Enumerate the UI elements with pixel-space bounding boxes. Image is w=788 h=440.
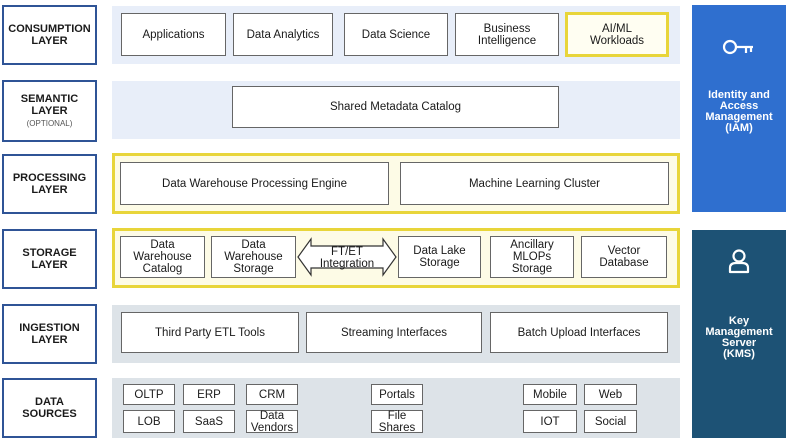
ml-cluster-box: Machine Learning Cluster xyxy=(400,162,669,205)
person-icon xyxy=(728,249,750,274)
iam-panel: Identity and Access Management (IAM) xyxy=(692,5,786,212)
source-lob: LOB xyxy=(123,410,175,433)
mlops-storage-box: Ancillary MLOPs Storage xyxy=(490,236,574,278)
source-data-vendors: Data Vendors xyxy=(246,410,298,434)
source-web: Web xyxy=(584,384,637,405)
vector-database-box: Vector Database xyxy=(581,236,667,278)
ingestion-layer-label: INGESTION LAYER xyxy=(2,304,97,364)
batch-upload-box: Batch Upload Interfaces xyxy=(490,312,668,353)
kms-title: Key Management Server (KMS) xyxy=(705,315,773,360)
key-icon xyxy=(722,39,753,55)
integration-arrow xyxy=(297,237,397,277)
data-sources-label: DATA SOURCES xyxy=(2,378,97,438)
source-mobile: Mobile xyxy=(523,384,577,405)
dw-processing-engine-box: Data Warehouse Processing Engine xyxy=(120,162,389,205)
business-intelligence-box: Business Intelligence xyxy=(455,13,559,56)
source-portals: Portals xyxy=(371,384,423,405)
storage-layer-label: STORAGE LAYER xyxy=(2,229,97,289)
data-science-box: Data Science xyxy=(344,13,448,56)
third-party-etl-box: Third Party ETL Tools xyxy=(121,312,299,353)
source-crm: CRM xyxy=(246,384,298,405)
source-erp: ERP xyxy=(183,384,235,405)
consumption-layer-label: CONSUMPTION LAYER xyxy=(2,5,97,65)
iam-title: Identity and Access Management (IAM) xyxy=(705,89,773,134)
processing-layer-label: PROCESSING LAYER xyxy=(2,154,97,214)
source-social: Social xyxy=(584,410,637,433)
ai-ml-workloads-box: AI/ML Workloads xyxy=(565,12,669,57)
integration-label: FT/ET Integration xyxy=(319,246,375,270)
shared-metadata-catalog-box: Shared Metadata Catalog xyxy=(232,86,559,128)
source-iot: IOT xyxy=(523,410,577,433)
applications-box: Applications xyxy=(121,13,226,56)
kms-panel: Key Management Server (KMS) xyxy=(692,230,786,438)
dw-catalog-box: Data Warehouse Catalog xyxy=(120,236,205,278)
source-saas: SaaS xyxy=(183,410,235,433)
source-file-shares: File Shares xyxy=(371,410,423,434)
source-oltp: OLTP xyxy=(123,384,175,405)
semantic-layer-label: SEMANTIC LAYER (OPTIONAL) xyxy=(2,80,97,142)
dw-storage-box: Data Warehouse Storage xyxy=(211,236,296,278)
streaming-interfaces-box: Streaming Interfaces xyxy=(306,312,482,353)
data-lake-storage-box: Data Lake Storage xyxy=(398,236,481,278)
data-analytics-box: Data Analytics xyxy=(233,13,333,56)
